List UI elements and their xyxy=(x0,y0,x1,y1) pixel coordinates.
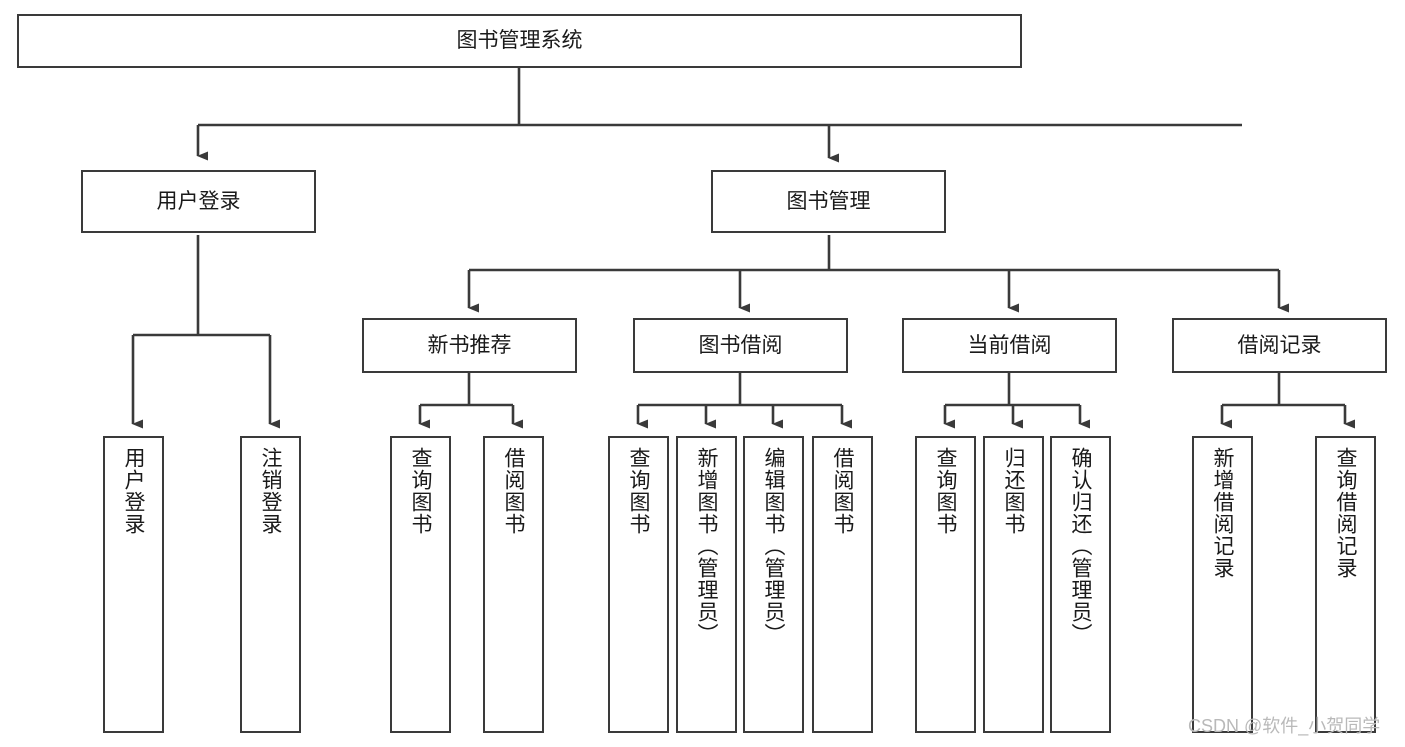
node-current-borrow-label: 当前借阅 xyxy=(967,333,1052,357)
leaf-borrow-edit-book[interactable]: 编辑图书（管理员） xyxy=(743,436,804,733)
leaf-borrow-add-book-label: 新增图书（管理员） xyxy=(695,447,718,645)
leaf-current-query[interactable]: 查询图书 xyxy=(915,436,976,733)
node-new-book-recommend[interactable]: 新书推荐 xyxy=(362,318,577,373)
leaf-current-return-label: 归还图书 xyxy=(1002,447,1025,535)
leaf-current-confirm-return[interactable]: 确认归还（管理员） xyxy=(1050,436,1111,733)
leaf-records-add-label: 新增借阅记录 xyxy=(1211,447,1234,579)
leaf-current-return[interactable]: 归还图书 xyxy=(983,436,1044,733)
leaf-records-query-label: 查询借阅记录 xyxy=(1334,447,1357,579)
leaf-user-login-signout-label: 注销登录 xyxy=(259,447,282,535)
leaf-borrow-query-label: 查询图书 xyxy=(627,447,650,535)
leaf-current-confirm-return-label: 确认归还（管理员） xyxy=(1069,447,1092,645)
leaf-borrow-edit-book-label: 编辑图书（管理员） xyxy=(762,447,785,645)
leaf-current-query-label: 查询图书 xyxy=(934,447,957,535)
node-book-management-label: 图书管理 xyxy=(786,189,871,213)
node-book-management[interactable]: 图书管理 xyxy=(711,170,946,233)
node-user-login[interactable]: 用户登录 xyxy=(81,170,316,233)
leaf-borrow-borrow-book[interactable]: 借阅图书 xyxy=(812,436,873,733)
node-borrow-records-label: 借阅记录 xyxy=(1237,333,1322,357)
leaf-borrow-borrow-book-label: 借阅图书 xyxy=(831,447,854,535)
leaf-new-book-query[interactable]: 查询图书 xyxy=(390,436,451,733)
csdn-watermark: CSDN @软件_小贺同学 xyxy=(1188,716,1381,736)
leaf-records-add[interactable]: 新增借阅记录 xyxy=(1192,436,1253,733)
leaf-records-query[interactable]: 查询借阅记录 xyxy=(1315,436,1376,733)
leaf-user-login-signin[interactable]: 用户登录 xyxy=(103,436,164,733)
leaf-borrow-add-book[interactable]: 新增图书（管理员） xyxy=(676,436,737,733)
leaf-new-book-borrow[interactable]: 借阅图书 xyxy=(483,436,544,733)
leaf-new-book-borrow-label: 借阅图书 xyxy=(502,447,525,535)
node-user-login-label: 用户登录 xyxy=(156,189,241,213)
node-current-borrow[interactable]: 当前借阅 xyxy=(902,318,1117,373)
node-borrow-records[interactable]: 借阅记录 xyxy=(1172,318,1387,373)
leaf-user-login-signout[interactable]: 注销登录 xyxy=(240,436,301,733)
node-new-book-recommend-label: 新书推荐 xyxy=(427,333,512,357)
node-book-borrow-label: 图书借阅 xyxy=(698,333,783,357)
leaf-user-login-signin-label: 用户登录 xyxy=(122,447,145,535)
node-book-borrow[interactable]: 图书借阅 xyxy=(633,318,848,373)
node-root-label: 图书管理系统 xyxy=(456,29,583,53)
leaf-new-book-query-label: 查询图书 xyxy=(409,447,432,535)
leaf-borrow-query[interactable]: 查询图书 xyxy=(608,436,669,733)
node-root[interactable]: 图书管理系统 xyxy=(17,14,1022,68)
